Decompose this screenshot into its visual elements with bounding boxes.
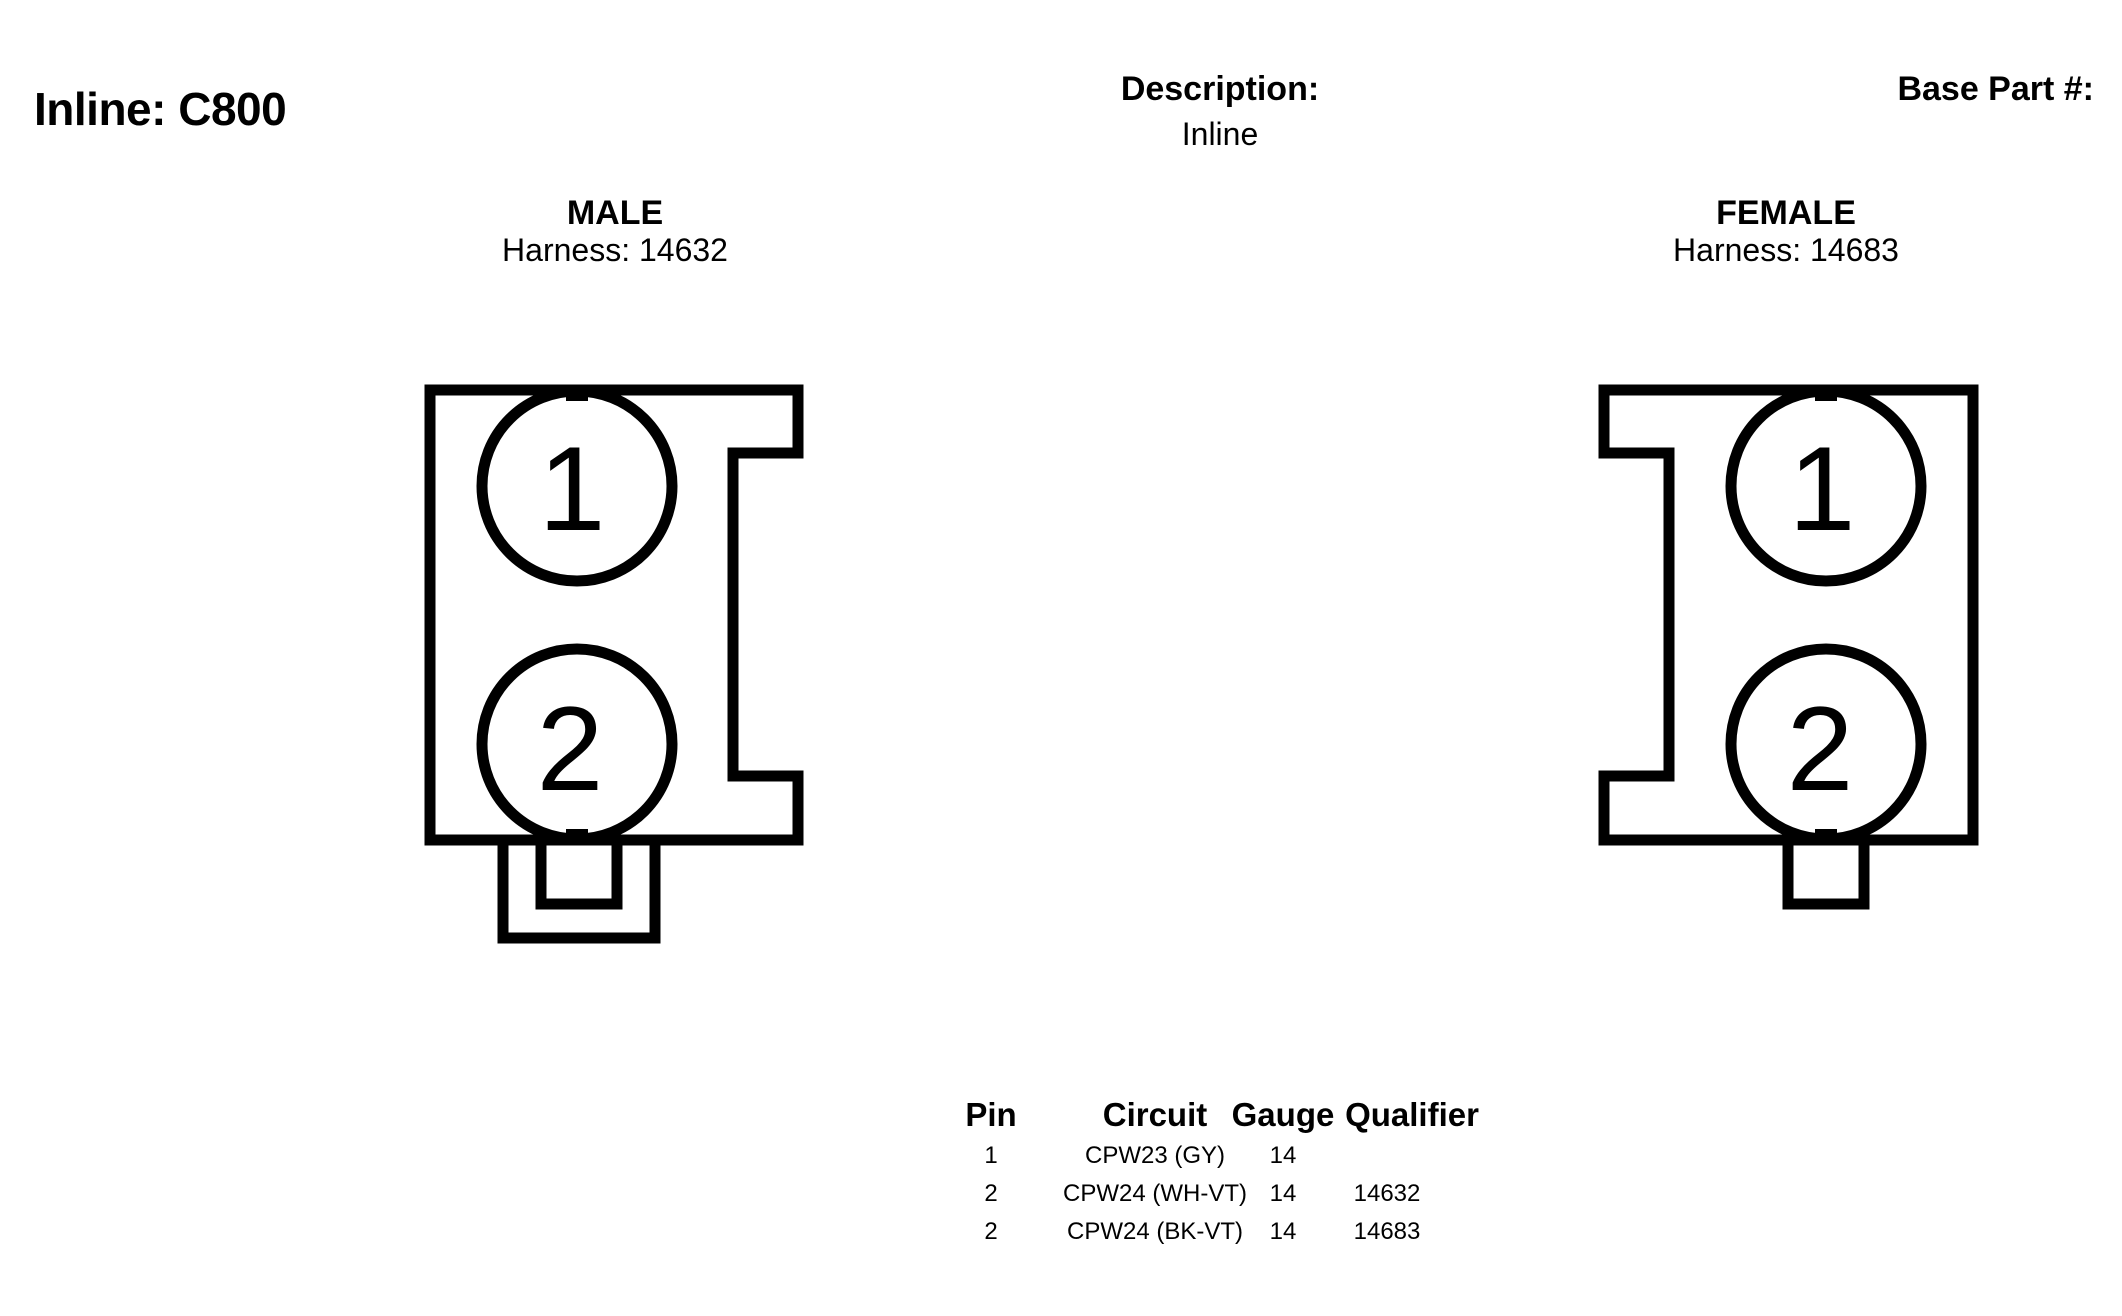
table-row-3-qualifier: 14683 (1353, 1218, 1421, 1245)
base-part-label: Base Part #: (1897, 70, 2094, 108)
table-row-3-gauge: 14 (1269, 1218, 1297, 1245)
table-row-2-gauge: 14 (1269, 1180, 1297, 1207)
male-pin-2-number: 2 (537, 682, 604, 816)
male-pin-2-circle (476, 643, 678, 845)
male-harness: Harness: 14632 (502, 232, 728, 268)
description-value: Inline (1181, 116, 1259, 152)
male-pin-1-circle (476, 385, 678, 587)
male-label: MALE (566, 194, 664, 232)
female-harness: Harness: 14683 (1673, 232, 1899, 268)
table-row-1-circuit: CPW23 (GY) (1084, 1142, 1225, 1169)
description-label: Description: (1120, 70, 1320, 108)
page-title: Inline: C800 (34, 83, 287, 135)
table-header-pin: Pin (965, 1096, 1017, 1133)
female-pin-2-circle (1725, 643, 1927, 845)
table-row-3-pin: 2 (984, 1218, 998, 1245)
male-latch-inner (535, 840, 623, 910)
female-pin-1-circle (1725, 385, 1927, 587)
table-row-2-qualifier: 14632 (1353, 1180, 1421, 1207)
female-connector-body (1598, 384, 1979, 846)
table-row-2-circuit: CPW24 (WH-VT) (1063, 1180, 1247, 1207)
male-latch (497, 840, 661, 944)
female-pin-1-number: 1 (1789, 422, 1856, 556)
table-row-1-pin: 1 (984, 1142, 998, 1169)
table-row-2-pin: 2 (984, 1180, 998, 1207)
male-pin-1-number: 1 (539, 422, 606, 556)
table-header-circuit: Circuit (1102, 1096, 1208, 1133)
table-header-qualifier: Qualifier (1345, 1096, 1479, 1133)
female-label: FEMALE (1716, 194, 1856, 232)
table-header-gauge: Gauge (1231, 1096, 1335, 1133)
female-pin-2-number: 2 (1787, 682, 1854, 816)
female-latch (1782, 840, 1870, 910)
table-row-3-circuit: CPW24 (BK-VT) (1066, 1218, 1243, 1245)
table-row-1-gauge: 14 (1269, 1142, 1297, 1169)
